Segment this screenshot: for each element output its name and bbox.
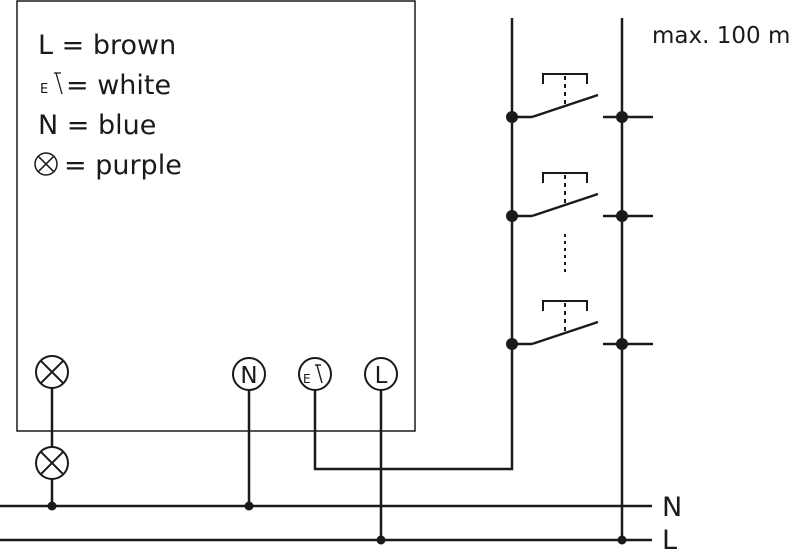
e-letter: E [40,82,48,97]
pushbutton-symbol-icon: E [40,72,63,97]
pushbutton-2 [506,172,653,222]
lamp-icon-outer [35,446,69,480]
terminal-e-letter: E [303,372,311,386]
n-bus-label: N [662,492,682,523]
terminal-n-label: N [240,363,257,389]
pushbutton-3 [506,300,653,350]
pushbutton-1 [506,73,653,123]
terminal-n-junction [244,501,254,511]
lamp-symbol-icon [34,152,58,176]
terminal-e-symbol-icon: E [303,364,323,386]
legend-brown: L = brown [38,30,176,61]
lamp-icon-inner [35,355,69,389]
max-length-label: max. 100 m [652,23,790,49]
terminal-l-junction [376,535,386,545]
device-box [16,0,416,432]
terminal-e-wire [313,18,514,471]
terminal-l-label: L [375,363,388,389]
legend-purple: = purple [64,150,182,181]
legend-white: = white [66,70,171,101]
l-bus-label: L [662,525,677,556]
l-rail-junction [617,535,627,545]
lamp-n-junction [47,501,57,511]
legend-blue: N = blue [38,110,156,141]
